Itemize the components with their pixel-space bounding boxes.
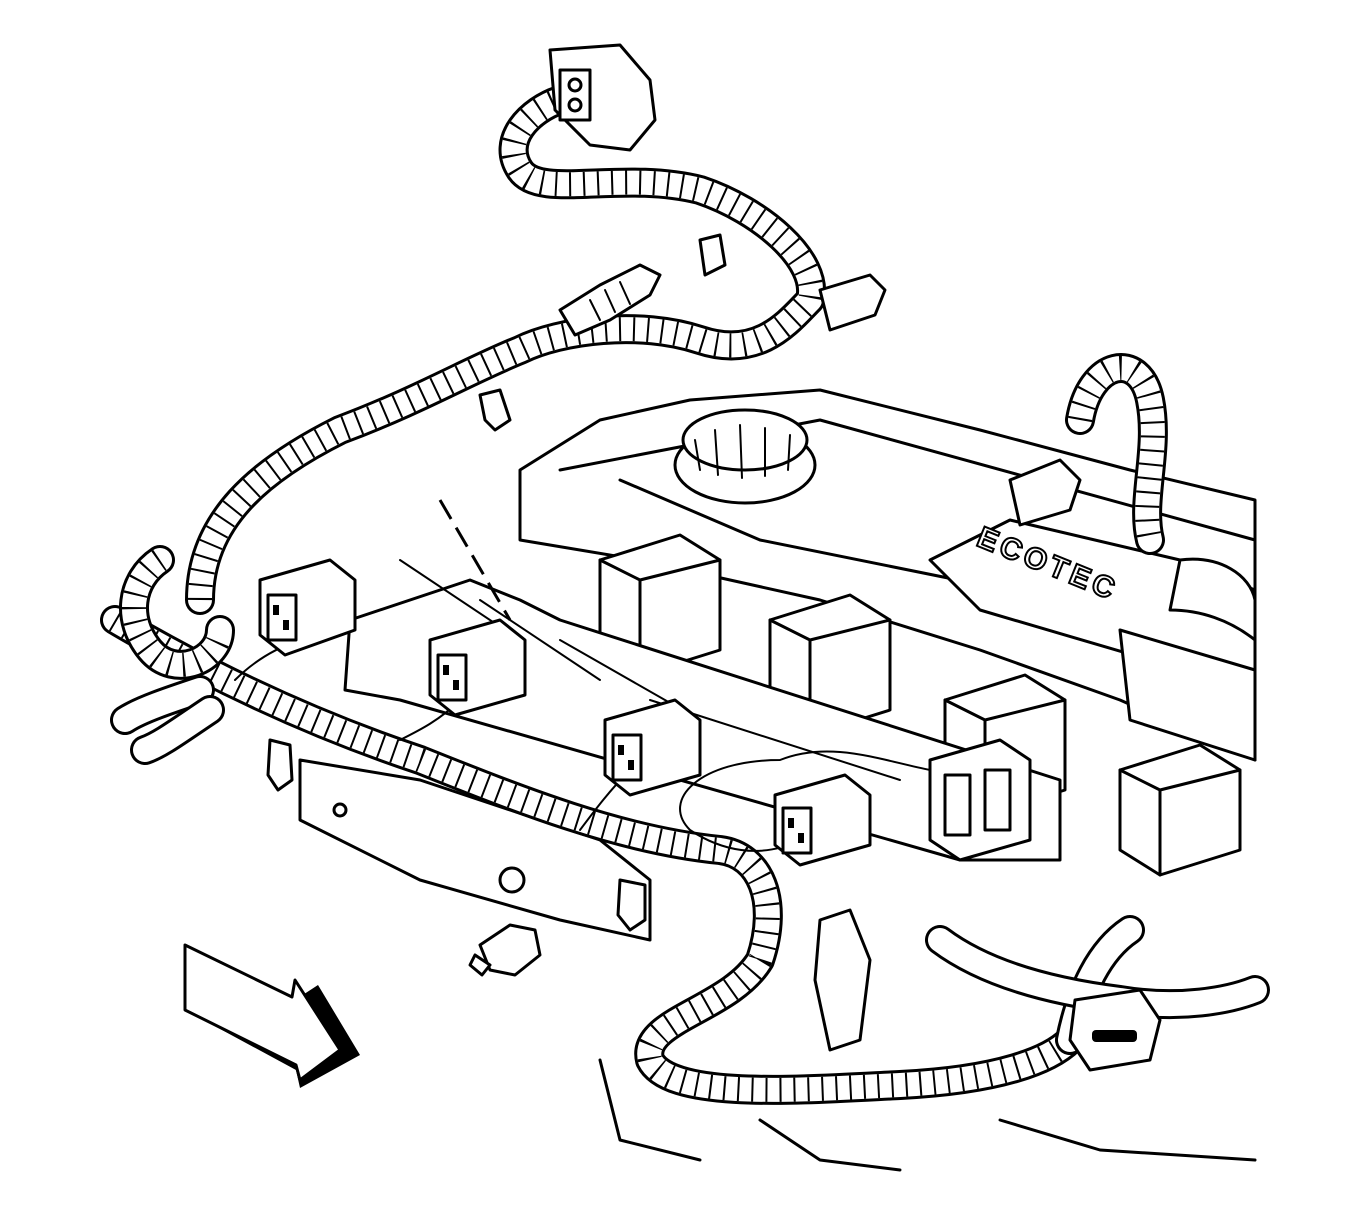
bracket xyxy=(298,758,652,942)
harness-clips xyxy=(266,233,727,932)
coolant-temp-sensor xyxy=(468,923,542,977)
coil-lead-4 xyxy=(679,750,931,852)
sensor-connector-right xyxy=(818,273,1082,527)
sensor-connector-left xyxy=(558,263,662,337)
coil-connector-2 xyxy=(428,618,527,717)
oil-fill-cap xyxy=(673,408,817,505)
stud-bracket xyxy=(813,908,872,1052)
lower-engine-detail xyxy=(598,1058,1257,1172)
injector-connector xyxy=(928,738,1032,862)
fuel-rail xyxy=(1168,557,1257,642)
guide-line xyxy=(438,499,512,621)
coil-connector-4 xyxy=(773,773,872,867)
sensor-connector-top xyxy=(548,43,657,152)
arrow-icon xyxy=(183,943,360,1088)
ignition-coil-4 xyxy=(1118,743,1242,877)
coil-connector-1 xyxy=(258,558,357,657)
coil-connector-3 xyxy=(603,698,702,797)
engine-wiring-harness xyxy=(100,85,1270,1105)
harness-connector-lower xyxy=(1068,988,1162,1072)
